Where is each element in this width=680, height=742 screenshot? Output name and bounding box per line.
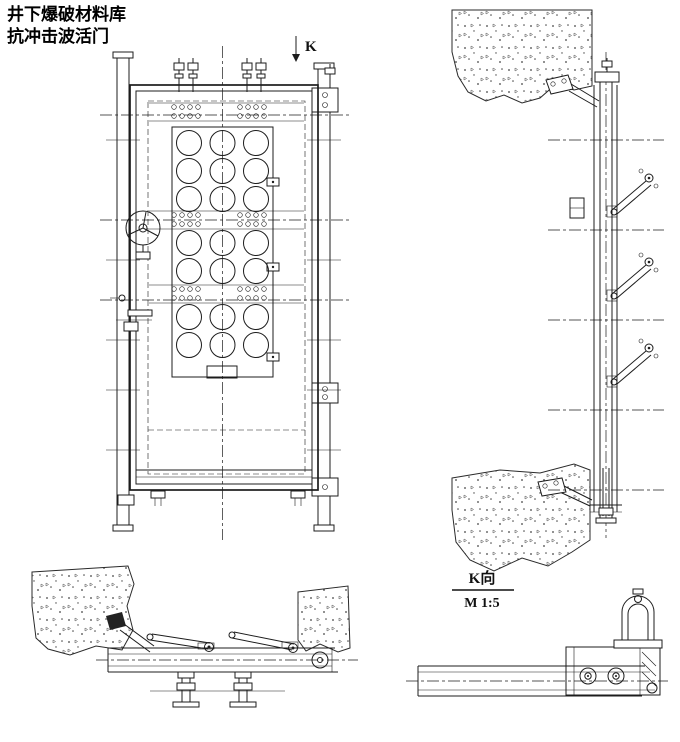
detail-scale: M 1:5 [464,596,499,611]
horizontal-section-view [31,565,358,708]
door-frame [129,84,319,491]
drawing-title-line2: 抗冲击波活门 [7,26,109,46]
latch-assemblies [606,168,659,388]
left-rail [112,51,134,532]
latch-bar-left [146,633,215,652]
front-elevation-view: K [100,36,350,540]
arrow-down-icon [292,54,300,62]
bottom-anchor-bracket [537,477,593,507]
hand-wheel [125,210,161,260]
latch-bar-right [228,631,299,653]
drawing-title: 井下爆破材料库 抗冲击波活门 [7,4,126,48]
hinge-bracket [565,646,661,696]
vent-hole-grid [176,130,269,358]
concrete-jamb-left [31,565,135,656]
section-mark-k: K [305,39,317,55]
door-leaf-edge [590,52,622,538]
top-anchor-studs [173,58,267,92]
drawing-title-line1: 井下爆破材料库 [7,5,126,24]
k-direction-detail-view: K向 M 1:5 [406,569,668,697]
right-rail [311,62,339,532]
hold-down-bolts [172,671,257,708]
door-beam [96,647,358,673]
perforated-panel [171,126,280,379]
bolt-clusters [171,104,267,301]
concrete-wall-bottom [451,463,591,572]
clevis-shackle [613,588,663,649]
view-direction-mark: K [292,36,317,62]
concrete-jamb-right [297,585,351,653]
detail-beam [406,665,668,697]
wall-anchor [106,612,155,653]
left-rail-fittings [110,294,153,332]
detail-caption: K向 M 1:5 [452,569,514,611]
side-centerline-ticks [548,139,664,491]
side-section-view [451,9,664,572]
detail-title: K向 [469,569,496,587]
centerline-ticks [100,114,350,451]
lower-panel-area [117,429,312,506]
